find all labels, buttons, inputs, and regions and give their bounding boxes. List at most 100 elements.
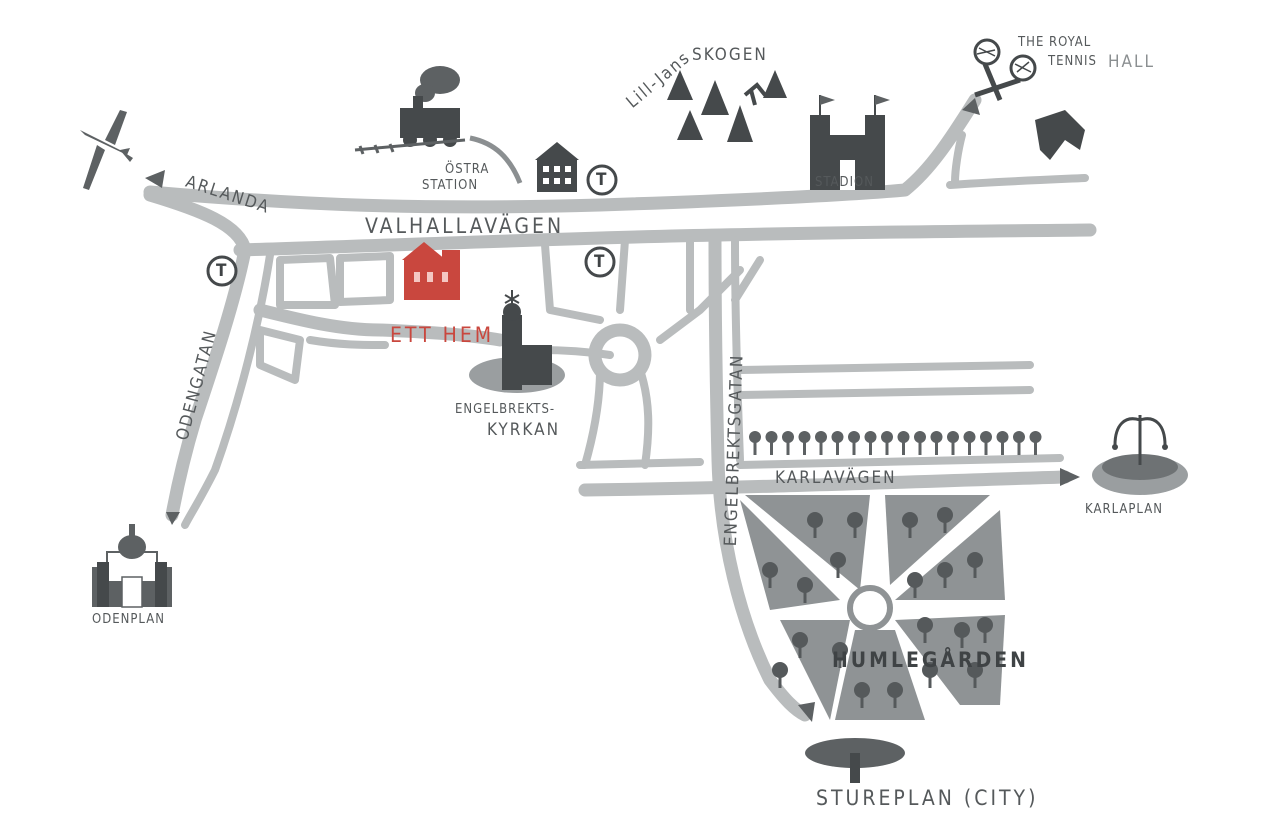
park-tree-trunk bbox=[960, 636, 964, 648]
arrow-down-stureplan-icon bbox=[798, 702, 815, 722]
stadium-castle-icon bbox=[810, 95, 890, 190]
metro-t-odengatan: T bbox=[216, 261, 227, 281]
fountain-icon bbox=[1092, 415, 1188, 495]
stureplan-svampen-icon bbox=[805, 738, 905, 783]
label-ostra-station-2: STATION bbox=[422, 178, 479, 193]
tree bbox=[980, 431, 992, 443]
park-tree-trunk bbox=[973, 566, 977, 578]
road-roundabout-spokes bbox=[541, 236, 744, 469]
road-odengatan bbox=[143, 188, 252, 522]
park-tree bbox=[977, 617, 993, 633]
tree-trunk bbox=[1001, 441, 1004, 455]
arrow-right-karlaplan-icon bbox=[1060, 468, 1080, 486]
park-tree bbox=[772, 662, 788, 678]
park-tree bbox=[967, 552, 983, 568]
park-tree bbox=[907, 572, 923, 588]
church-tower-icon bbox=[469, 290, 565, 393]
label-stadion: STADION bbox=[815, 175, 874, 190]
park-tree-trunk bbox=[838, 656, 842, 668]
tree bbox=[881, 431, 893, 443]
tennis-rackets-icon bbox=[973, 38, 1037, 101]
station-building-icon bbox=[535, 142, 579, 192]
domed-church-icon bbox=[92, 524, 172, 608]
tree-trunk bbox=[968, 441, 971, 455]
tree-trunk bbox=[819, 441, 823, 455]
tree bbox=[1029, 431, 1042, 443]
park-tree bbox=[967, 662, 983, 678]
tree-trunk bbox=[935, 441, 938, 455]
park-tree bbox=[762, 562, 778, 578]
forest-trees-icon bbox=[667, 70, 787, 142]
road-engelbrektsgatan bbox=[708, 233, 812, 722]
steam-train-icon bbox=[354, 66, 523, 184]
park-trees-icon bbox=[740, 495, 1005, 720]
park-tree bbox=[922, 662, 938, 678]
tree bbox=[831, 431, 844, 443]
park-tree-trunk bbox=[860, 696, 864, 708]
tree-trunk bbox=[984, 441, 988, 455]
park-tree-trunk bbox=[798, 646, 802, 658]
park-tree bbox=[887, 682, 903, 698]
arrow-down-odenplan-icon bbox=[166, 512, 180, 525]
road-east-branch bbox=[946, 131, 1089, 189]
tree bbox=[765, 431, 778, 443]
road-odengatan-right bbox=[181, 251, 274, 529]
label-skogen: SKOGEN bbox=[692, 45, 768, 65]
road-valhallavagen-lower bbox=[233, 223, 1097, 257]
arrow-left-arlanda-icon bbox=[145, 170, 165, 188]
label-royal-hall: HALL bbox=[1108, 52, 1155, 72]
tree-trunk bbox=[951, 441, 955, 455]
park-tree-trunk bbox=[803, 591, 807, 603]
label-royal-2: TENNIS bbox=[1048, 54, 1097, 69]
park-tree bbox=[792, 632, 808, 648]
tree-trunk bbox=[869, 441, 872, 455]
arrows bbox=[145, 98, 1080, 722]
tree bbox=[930, 431, 943, 443]
tree bbox=[914, 431, 926, 443]
tree bbox=[963, 431, 976, 443]
park-tree bbox=[807, 512, 823, 528]
park-tree-trunk bbox=[923, 631, 927, 643]
road-block-2 bbox=[336, 252, 394, 306]
road-roundabout bbox=[588, 323, 652, 387]
label-ostra-station-1: ÖSTRA bbox=[445, 162, 490, 177]
label-karlavagen: KARLAVÄGEN bbox=[775, 468, 897, 488]
tree-trunk bbox=[852, 441, 856, 455]
label-engelbrekts-1: ENGELBREKTS- bbox=[455, 402, 556, 417]
tree bbox=[864, 431, 877, 443]
tree-trunk bbox=[836, 441, 839, 455]
label-humlegarden: HUMLEGÅRDEN bbox=[832, 648, 1029, 672]
park-tree-trunk bbox=[943, 521, 947, 533]
tree-trunk bbox=[786, 441, 790, 455]
park-tree bbox=[954, 622, 970, 638]
tree-trunk bbox=[902, 441, 905, 455]
tree bbox=[1013, 431, 1025, 443]
road-ett-hem-street bbox=[253, 303, 507, 347]
metro-t-valhalla: T bbox=[594, 252, 605, 272]
road-valhallavagen-upper bbox=[143, 93, 982, 214]
tree bbox=[782, 431, 794, 443]
label-valhallavagen: VALHALLAVÄGEN bbox=[365, 214, 565, 238]
tree-trunk bbox=[1017, 441, 1021, 455]
park-tree-trunk bbox=[893, 696, 897, 708]
tree-trunk bbox=[1034, 441, 1037, 455]
tree bbox=[947, 431, 959, 443]
airplane-icon bbox=[80, 110, 133, 190]
park-tree bbox=[830, 552, 846, 568]
park-tree-trunk bbox=[768, 576, 772, 588]
park-tree-trunk bbox=[983, 631, 987, 643]
road-lower-block bbox=[256, 326, 389, 384]
label-stureplan: STUREPLAN (CITY) bbox=[816, 786, 1039, 810]
tree-trunk bbox=[803, 441, 806, 455]
road-karlavagen-upper bbox=[736, 454, 1064, 469]
park-tree-trunk bbox=[813, 526, 817, 538]
road-karlavagen bbox=[578, 470, 1072, 497]
park-tree-trunk bbox=[943, 576, 947, 588]
park-tree-trunk bbox=[836, 566, 840, 578]
park-tree-trunk bbox=[778, 676, 782, 688]
park-tree bbox=[937, 507, 953, 523]
park-tree-trunk bbox=[913, 586, 917, 598]
arrow-up-tennis-icon bbox=[962, 98, 980, 115]
road-block-1 bbox=[276, 254, 339, 309]
